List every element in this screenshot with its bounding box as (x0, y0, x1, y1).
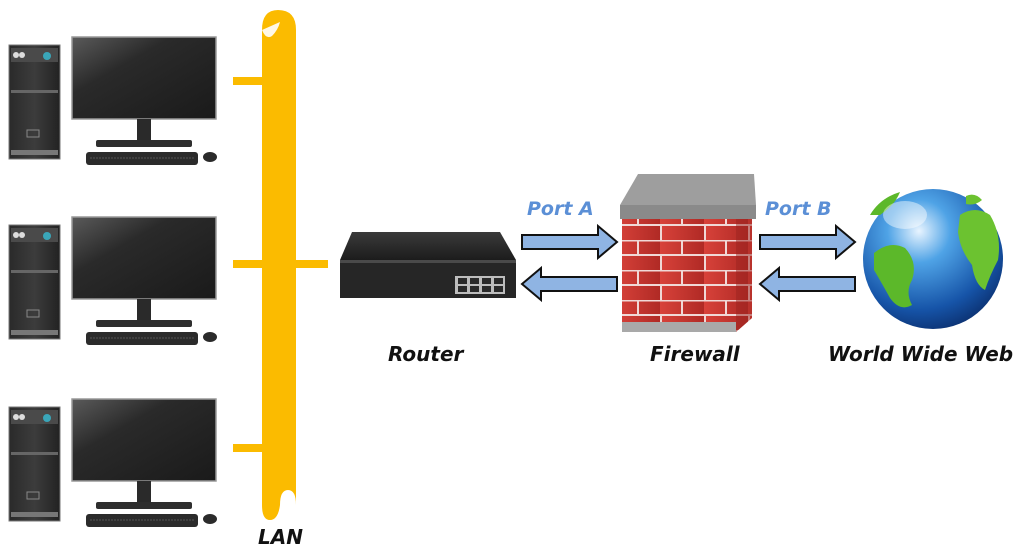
arrow-www-to-firewall (758, 265, 856, 303)
firewall-icon (620, 174, 756, 332)
lan-bus (233, 10, 328, 520)
monitor-icon (71, 36, 217, 120)
tower-icon (8, 406, 61, 522)
firewall-label: Firewall (650, 342, 740, 366)
computer-1-icon (8, 36, 217, 165)
lan-branch-2 (233, 260, 263, 268)
www-label: World Wide Web (828, 342, 1014, 366)
globe-icon (863, 189, 1003, 329)
mouse-icon (203, 514, 217, 524)
arrow-firewall-to-www (759, 223, 857, 261)
router-label: Router (388, 342, 464, 366)
tower-icon (8, 44, 61, 160)
lan-label: LAN (258, 525, 303, 549)
arrow-router-to-firewall (521, 223, 619, 261)
mouse-icon (203, 152, 217, 162)
mouse-icon (203, 332, 217, 342)
port-b-label: Port B (765, 198, 832, 220)
monitor-icon (71, 216, 217, 300)
router-icon (340, 232, 516, 298)
tower-icon (8, 224, 61, 340)
computer-2-icon (8, 216, 217, 345)
arrow-firewall-to-router (520, 265, 618, 303)
port-a-label: Port A (527, 198, 594, 220)
lan-branch-1 (233, 77, 263, 85)
monitor-icon (71, 398, 217, 482)
computer-3-icon (8, 398, 217, 527)
lan-branch-router (296, 260, 328, 268)
lan-branch-3 (233, 444, 263, 452)
